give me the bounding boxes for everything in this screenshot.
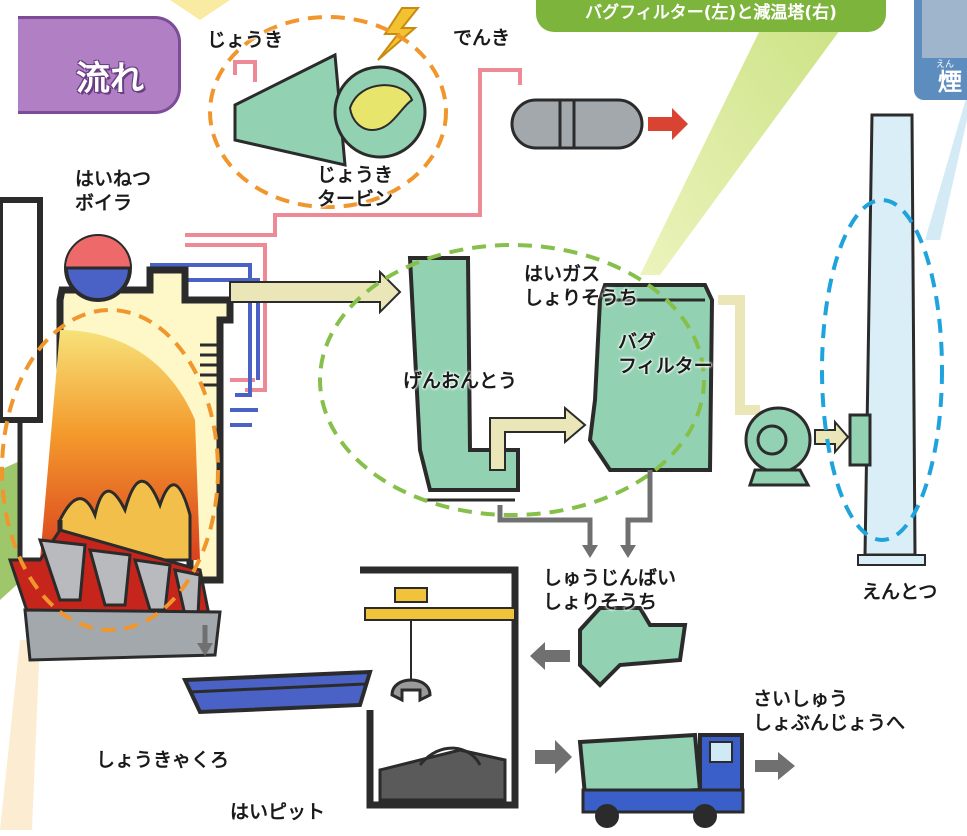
- label-waste-heat-boiler: はいねつ ボイラ: [75, 168, 152, 214]
- ash-pit: [360, 566, 519, 809]
- label-bag-filter: バグ フィルター: [618, 331, 713, 377]
- electricity-out-arrow: [648, 108, 688, 140]
- turbine-icon: [233, 52, 347, 167]
- chimney-highlight: [820, 198, 944, 542]
- fly-ash-unit: [578, 606, 688, 688]
- bag-filter: [587, 283, 715, 472]
- label-cooling-tower: げんおんとう: [403, 370, 518, 392]
- furnace-highlight: [0, 308, 220, 632]
- label-steam-turbine: じょうき タービン: [317, 164, 394, 210]
- label-steam: じょうき: [207, 29, 284, 51]
- superheater-coils: [200, 343, 220, 387]
- cooling-tower: [407, 256, 520, 492]
- final-disposal-arrow: [755, 752, 795, 780]
- label-incinerator: しょうきゃくろ: [96, 749, 230, 771]
- flow-tab: 流れ: [18, 16, 181, 114]
- label-flue-gas-treatment: はいガス しょりそうち: [524, 263, 639, 309]
- bottom-ash-conveyor: [181, 669, 373, 715]
- gas-treatment-highlight: [318, 243, 706, 517]
- ash-arrow-to-truck: [535, 740, 572, 774]
- fan-icon: [744, 406, 812, 487]
- chimney-badge: えん 煙: [914, 0, 967, 100]
- crane-grab-icon: [390, 678, 432, 703]
- callout-beam-top: [170, 0, 230, 20]
- label-electricity: でんき: [453, 27, 511, 49]
- gas-arrow-3: [814, 419, 850, 455]
- boiler-drum-icon: [64, 234, 132, 302]
- callout-beam-bag-filter: [640, 30, 840, 275]
- label-ash-pit: はいピット: [230, 801, 326, 823]
- ash-arrows: [202, 470, 653, 645]
- bag-filter-banner-text: バグフィルター(左)と減温塔(右): [585, 3, 837, 23]
- label-chimney: えんとつ: [862, 581, 938, 603]
- label-final-disposal: さいしゅう しょぶんじょうへ: [753, 688, 906, 734]
- boiler: [0, 197, 234, 622]
- gas-arrow-2: [489, 405, 587, 471]
- chimney: [863, 113, 917, 557]
- chimney-photo-thumbnail: [922, 0, 967, 58]
- callout-beam-chimney: [925, 95, 967, 240]
- gas-pipe-to-fan: [718, 295, 760, 415]
- chimney-badge-ruby: えん: [936, 60, 955, 70]
- flow-tab-label: 流れ: [76, 59, 144, 99]
- chimney-badge-kanji: 煙: [938, 68, 962, 96]
- label-fly-ash-treatment: しゅうじんばい しょりそうち: [543, 567, 677, 613]
- callout-beam-incinerator: [0, 640, 40, 830]
- truck-icon: [577, 732, 745, 828]
- turbine-highlight: [208, 15, 448, 209]
- generator-icon: [510, 98, 644, 150]
- ash-arrow-to-pit: [530, 642, 570, 670]
- bag-filter-banner: バグフィルター(左)と減温塔(右): [536, 0, 886, 32]
- ash-hoppers: [37, 538, 202, 617]
